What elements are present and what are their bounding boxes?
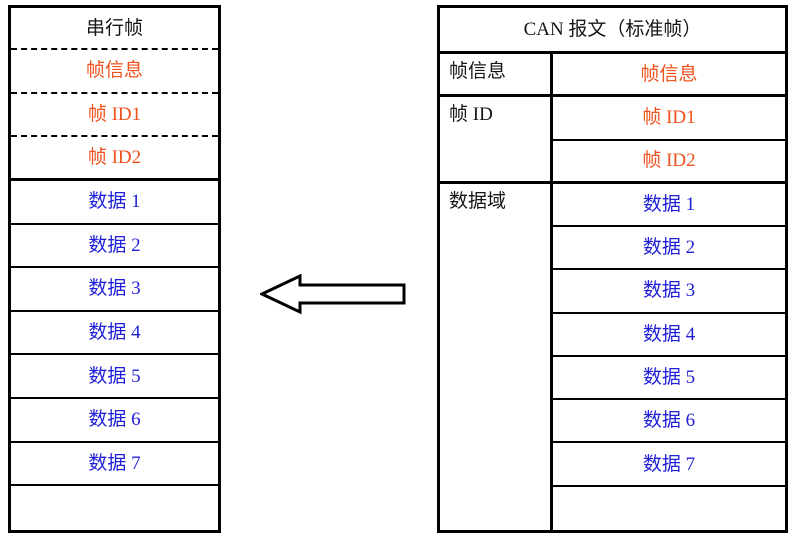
serial-frame-row: 数据 5 [11,355,218,399]
can-message-value-text: 帧 ID1 [642,107,696,129]
can-message-value-cell: 数据 2 [553,227,785,271]
can-message-value-text: 数据 2 [642,237,696,259]
can-message-value-cell [553,487,785,530]
serial-frame-row-label: 数据 2 [88,234,141,256]
can-message-value-text: 帧信息 [640,63,698,85]
serial-frame-header-label: 串行帧 [85,17,143,39]
serial-frame-row-label: 数据 4 [88,322,141,344]
serial-frame-row-label: 数据 5 [88,365,141,387]
can-message-value-text: 数据 6 [642,410,696,432]
serial-frame-row: 帧信息 [11,50,218,94]
can-message-value-cell: 数据 7 [553,443,785,487]
serial-frame-row: 数据 6 [11,399,218,443]
conversion-arrow-container [258,272,406,316]
can-message-value-text: 数据 7 [642,453,696,475]
can-message-label-cell: 帧信息 [440,54,550,98]
can-message-value-text: 数据 3 [642,280,696,302]
serial-frame-row-label: 帧 ID1 [87,103,142,125]
can-message-value-cell: 帧信息 [553,54,785,98]
serial-frame-table: 串行帧 帧信息帧 ID1 帧 ID2 数据 1 数据 2 数据 3 数据 4 数据 5 数据 … [8,5,221,533]
can-message-value-cell: 帧 ID1 [553,97,785,141]
can-message-value-cell: 数据 6 [553,400,785,444]
can-message-value-cell: 数据 3 [553,270,785,314]
serial-frame-row-label: 数据 7 [88,452,141,474]
can-message-value-cell: 数据 5 [553,357,785,401]
can-message-label-column: 帧信息帧 ID 数据域 [440,54,553,530]
serial-frame-row: 数据 2 [11,225,218,269]
can-message-value-cell: 数据 1 [553,184,785,228]
can-message-label-cell: 数据域 [440,184,550,530]
can-message-header-label: CAN 报文（标准帧） [523,19,702,40]
can-message-value-cell: 帧 ID2 [553,141,785,184]
serial-frame-row-label: 帧 ID2 [87,147,142,169]
serial-frame-row: 数据 7 [11,443,218,487]
can-message-label-cell: 帧 ID [440,97,550,184]
serial-frame-row-label: 帧信息 [85,60,143,82]
arrow-left-icon [258,273,406,315]
can-message-label-text: 数据域 [449,190,507,212]
can-message-table: CAN 报文（标准帧） 帧信息帧 ID 数据域 帧信息帧 ID1 帧 ID2 数据 1… [437,5,788,533]
serial-frame-row [11,486,218,530]
can-message-value-text: 数据 5 [642,366,696,388]
can-message-value-text: 帧 ID2 [642,150,696,172]
serial-frame-row: 帧 ID2 [11,137,218,181]
serial-frame-header-row: 串行帧 [11,8,218,50]
can-message-header-row: CAN 报文（标准帧） [440,8,785,54]
serial-frame-row: 帧 ID1 [11,94,218,138]
serial-frame-row: 数据 3 [11,268,218,312]
can-message-body: 帧信息帧 ID 数据域 帧信息帧 ID1 帧 ID2 数据 1 数据 2 数据 3 数据 4… [440,54,785,530]
can-message-value-text: 数据 4 [642,323,696,345]
arrow-left-shape [258,273,406,315]
serial-frame-row-label: 数据 6 [88,409,141,431]
serial-frame-row-label: 数据 3 [88,278,141,300]
can-message-value-cell: 数据 4 [553,314,785,357]
serial-frame-row-label: 数据 1 [88,191,141,213]
serial-frame-row: 数据 1 [11,181,218,225]
can-message-value-text: 数据 1 [642,193,696,215]
can-message-label-text: 帧信息 [449,61,507,82]
serial-frame-row: 数据 4 [11,312,218,356]
can-message-value-column: 帧信息帧 ID1 帧 ID2 数据 1 数据 2 数据 3 数据 4 数据 5 数据 6 数据 … [553,54,785,530]
can-message-label-text: 帧 ID [449,104,493,126]
